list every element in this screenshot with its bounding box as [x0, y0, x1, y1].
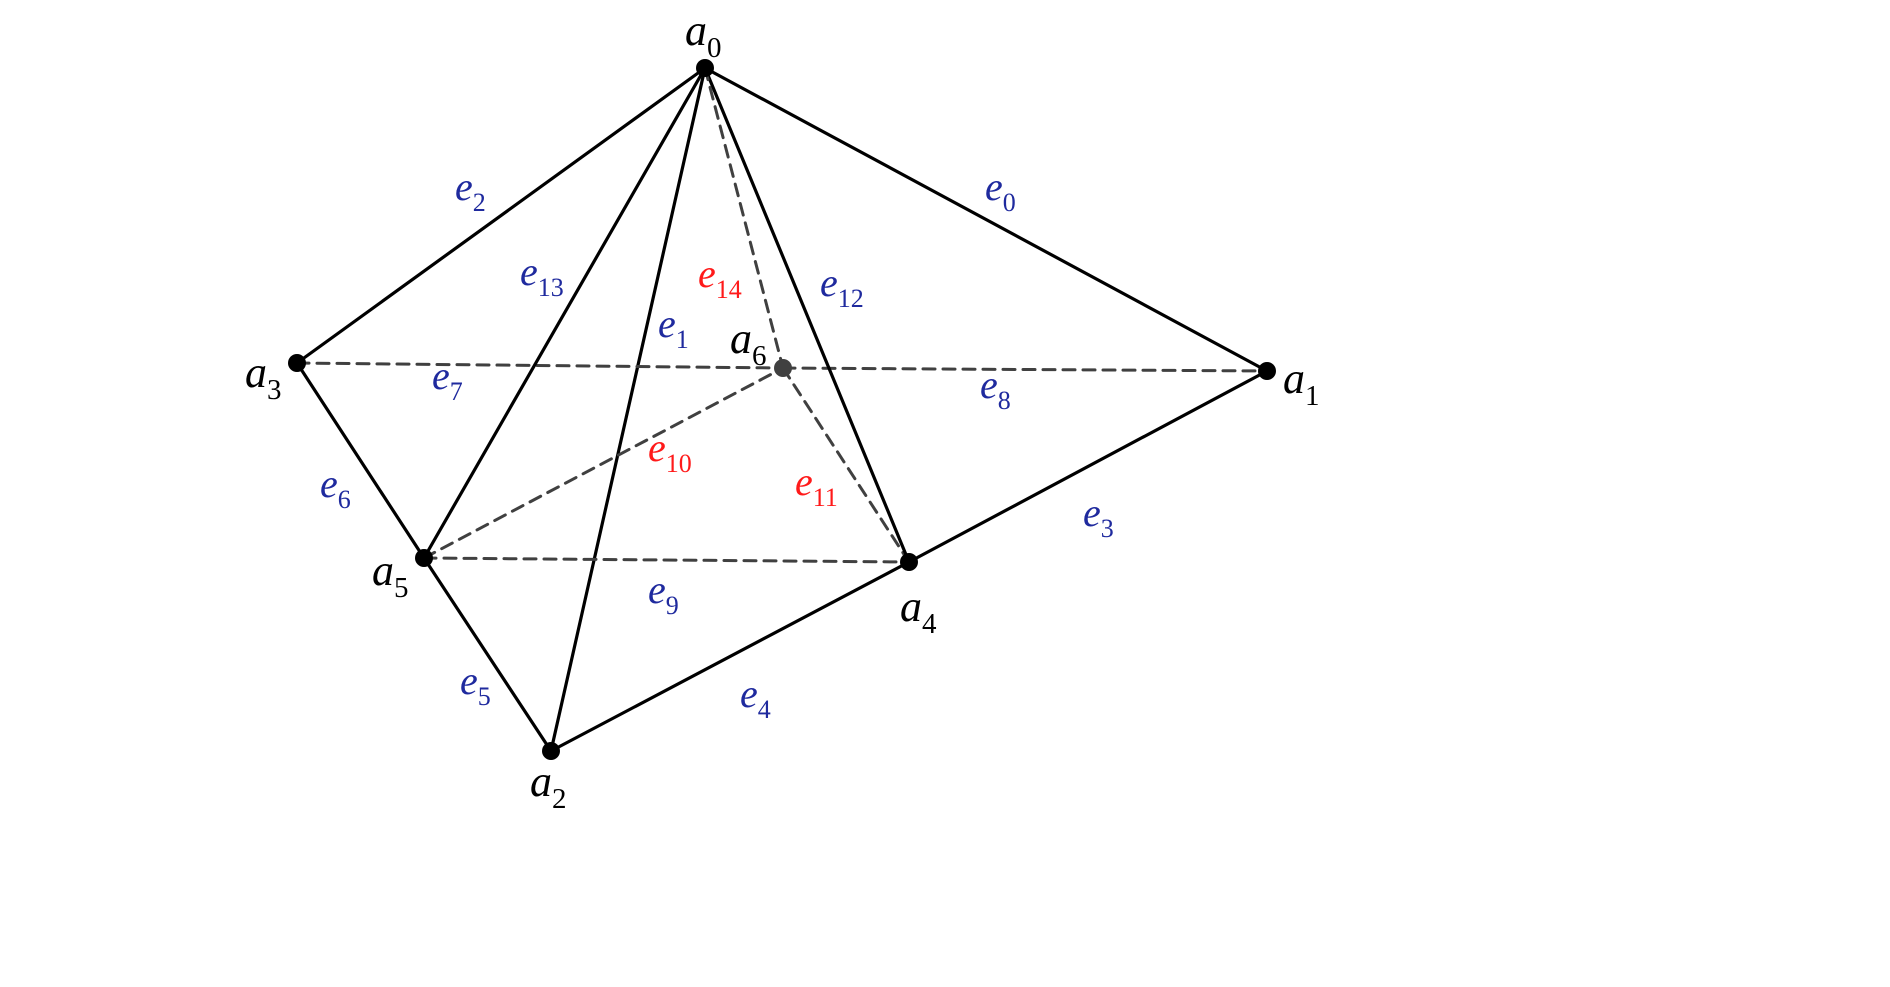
edge-e1 — [549, 66, 707, 753]
edge-label-e3: e3 — [1083, 490, 1114, 543]
edge-label-e12: e12 — [820, 260, 864, 313]
edge-label-e9: e9 — [648, 567, 679, 620]
edge-label-e4: e4 — [740, 671, 771, 724]
edge-label-e14-subscript: 14 — [716, 275, 742, 304]
vertex-label-a4-subscript: 4 — [922, 608, 937, 640]
vertex-label-a4-letter: a — [900, 582, 922, 631]
edge-label-e3-letter: e — [1083, 490, 1101, 535]
edge-label-e6: e6 — [320, 461, 351, 514]
vertex-label-a1-subscript: 1 — [1305, 380, 1320, 412]
edge-e12 — [703, 66, 911, 564]
edge-label-e0-subscript: 0 — [1003, 188, 1016, 217]
edge-label-e5-subscript: 5 — [478, 682, 491, 711]
edge-label-e8-subscript: 8 — [998, 386, 1011, 415]
edge-label-e7-subscript: 7 — [450, 377, 463, 406]
edge-e14 — [703, 66, 785, 370]
edge-e3 — [907, 369, 1269, 564]
edge-label-e6-letter: e — [320, 461, 338, 506]
edge-label-e12-subscript: 12 — [838, 284, 864, 313]
edge-label-e14-letter: e — [698, 251, 716, 296]
edge-label-e1-letter: e — [658, 301, 676, 346]
vertex-label-a3-letter: a — [245, 348, 267, 397]
edge-label-e3-subscript: 3 — [1101, 514, 1114, 543]
edge-e2 — [295, 66, 707, 365]
edge-e6 — [295, 361, 426, 560]
vertex-label-a4: a4 — [900, 582, 937, 640]
vertex-label-a0: a0 — [685, 6, 722, 64]
edge-e8 — [781, 366, 1269, 373]
vertex-a6 — [774, 359, 792, 377]
edge-label-e7: e7 — [432, 353, 463, 406]
edge-label-e10-letter: e — [648, 425, 666, 470]
edge-label-e13-letter: e — [520, 249, 538, 294]
edge-label-e5: e5 — [460, 658, 491, 711]
edges-layer — [295, 66, 1269, 753]
edge-label-e0: e0 — [985, 164, 1016, 217]
edge-label-e4-subscript: 4 — [758, 695, 771, 724]
edge-label-e2-letter: e — [455, 164, 473, 209]
vertex-a1 — [1258, 362, 1276, 380]
vertex-a2 — [542, 742, 560, 760]
vertex-label-a0-letter: a — [685, 6, 707, 55]
vertex-label-a1: a1 — [1283, 354, 1320, 412]
edge-label-e11-letter: e — [795, 459, 813, 504]
edge-e7 — [295, 361, 785, 370]
edge-label-e6-subscript: 6 — [338, 485, 351, 514]
edge-label-e9-subscript: 9 — [666, 591, 679, 620]
vertex-label-a6-letter: a — [730, 314, 752, 363]
vertex-a5 — [415, 549, 433, 567]
edge-label-e4-letter: e — [740, 671, 758, 716]
edge-label-e1-subscript: 1 — [676, 325, 689, 354]
edge-label-e11-subscript: 11 — [813, 483, 838, 512]
edge-label-e13-subscript: 13 — [538, 273, 564, 302]
edge-label-e12-letter: e — [820, 260, 838, 305]
edge-label-e2-subscript: 2 — [473, 188, 486, 217]
vertex-label-a6: a6 — [730, 314, 767, 372]
vertex-label-a3: a3 — [245, 348, 282, 406]
edge-label-e1: e1 — [658, 301, 689, 354]
vertex-label-a2-subscript: 2 — [552, 783, 567, 815]
edge-e0 — [703, 66, 1269, 373]
edge-e5 — [422, 556, 553, 753]
edge-label-e0-letter: e — [985, 164, 1003, 209]
edge-label-e7-letter: e — [432, 353, 450, 398]
vertex-label-a3-subscript: 3 — [267, 374, 282, 406]
edge-label-e8-letter: e — [980, 362, 998, 407]
vertex-label-a5: a5 — [372, 546, 409, 604]
edge-e10 — [422, 366, 785, 560]
vertices-layer — [288, 59, 1276, 760]
vertex-a0 — [696, 59, 714, 77]
vertex-label-a5-letter: a — [372, 546, 394, 595]
edge-label-e8: e8 — [980, 362, 1011, 415]
vertex-label-a6-subscript: 6 — [752, 340, 767, 372]
edge-label-e10-subscript: 10 — [666, 449, 692, 478]
edge-label-e13: e13 — [520, 249, 564, 302]
edge-e4 — [549, 560, 911, 753]
vertex-label-a1-letter: a — [1283, 354, 1305, 403]
edge-e9 — [422, 556, 911, 564]
vertex-label-a5-subscript: 5 — [394, 572, 409, 604]
edge-label-e10: e10 — [648, 425, 692, 478]
edge-label-e2: e2 — [455, 164, 486, 217]
edge-label-e5-letter: e — [460, 658, 478, 703]
vertex-a4 — [900, 553, 918, 571]
edge-label-e14: e14 — [698, 251, 742, 304]
vertex-label-a0-subscript: 0 — [707, 32, 722, 64]
vertex-label-a2: a2 — [530, 757, 567, 815]
edge-e11 — [781, 366, 911, 564]
edge-e13 — [422, 66, 707, 560]
edge-label-e11: e11 — [795, 459, 838, 512]
vertex-a3 — [288, 354, 306, 372]
vertex-label-a2-letter: a — [530, 757, 552, 806]
edge-label-e9-letter: e — [648, 567, 666, 612]
